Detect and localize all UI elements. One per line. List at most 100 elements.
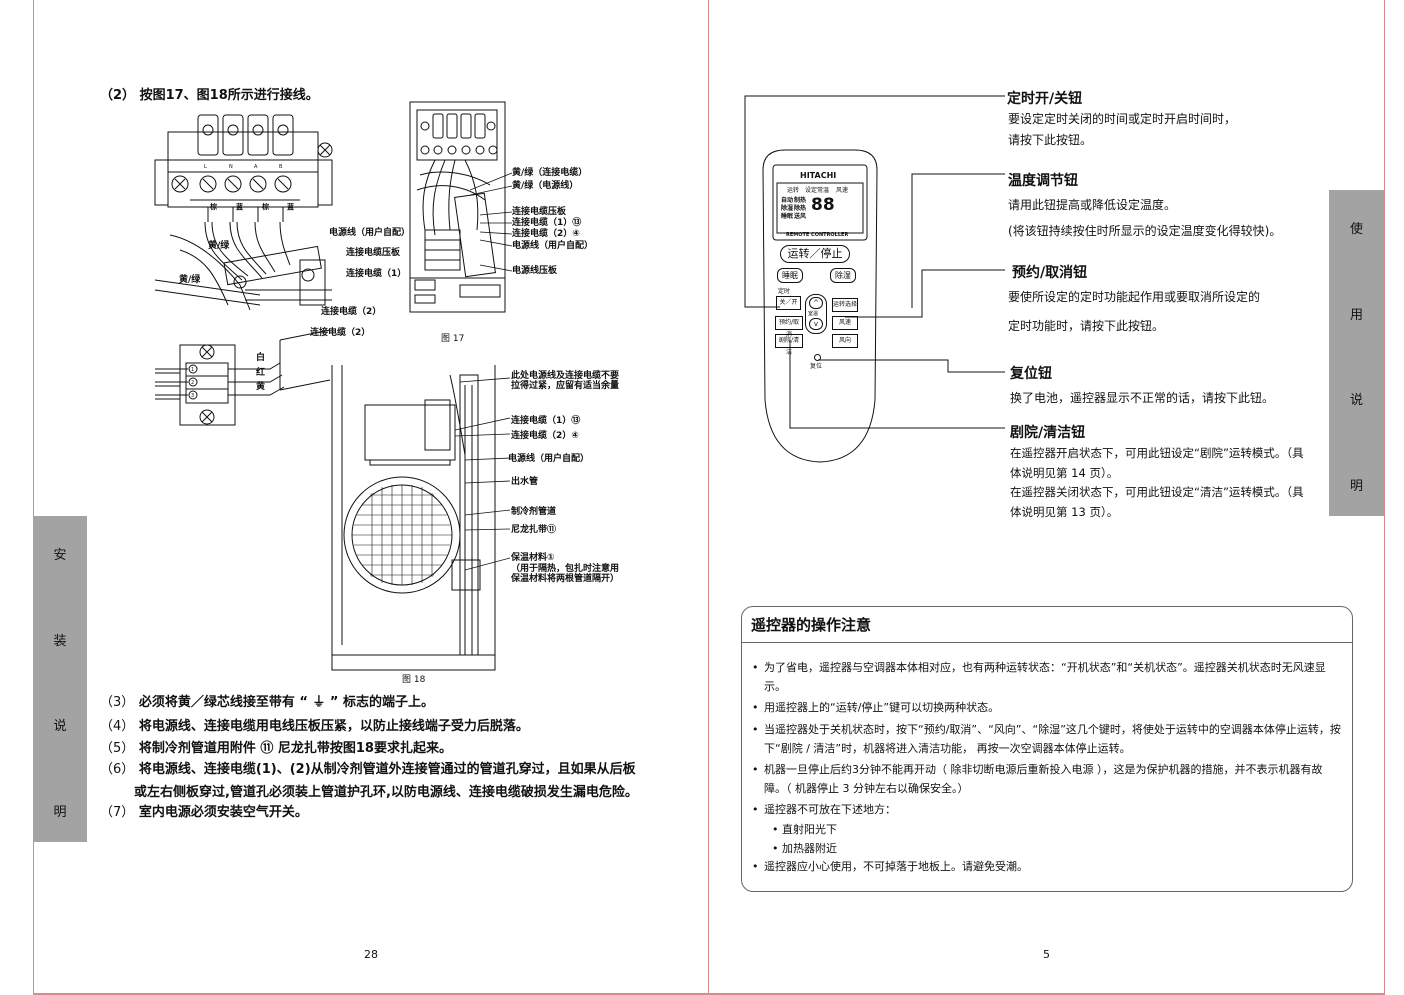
label-yellow-green-a: 黄/绿 [208, 241, 230, 251]
mode-select-button[interactable]: 运转选择 [832, 298, 858, 312]
fig17-leader-lines [470, 172, 513, 272]
side-tab-char: 用 [1349, 308, 1363, 323]
timer-group-label: 定时 [778, 288, 791, 295]
side-tab-char: 装 [53, 634, 67, 649]
temp-label: 室温 [808, 311, 819, 317]
label-clamp-r: 连接电缆压板 [512, 207, 567, 217]
side-tab-char: 使 [1349, 222, 1363, 237]
remote-top-label: 运转 [787, 187, 800, 194]
temp-up-icon[interactable]: ^ [809, 297, 823, 309]
fig17-caption: 图 17 [441, 334, 465, 344]
notes-title: 遥控器的操作注意 [751, 616, 872, 634]
label-yg-conn: 黄/绿（连接电缆） [512, 168, 588, 178]
remote-lcd-mode: 送风 [794, 213, 807, 220]
fig18-wire-red: 红 [256, 368, 266, 378]
notes-box [741, 606, 1353, 892]
wire-color-4: 蓝 [287, 203, 294, 211]
remote-lcd-mode: 睡眠 [781, 213, 794, 220]
fig18-caption: 图 18 [402, 675, 426, 685]
reset-button[interactable] [814, 354, 821, 361]
note-item: •遥控器应小心使用，不可掉落于地板上。请避免受潮。 [752, 860, 1028, 873]
fig18-wire-yellow: 黄 [256, 382, 266, 392]
func-timer-title: 定时开/关钮 [1007, 91, 1083, 107]
fig18-insul: 保温材料① [511, 553, 555, 563]
temp-down-icon[interactable]: v [809, 318, 823, 330]
step-7: （7） 室内电源必须安装空气开关。 [100, 805, 308, 820]
fig18-term-2: 2 [191, 380, 195, 386]
wire-color-1: 棕 [210, 203, 217, 211]
wire-color-2: 蓝 [236, 203, 243, 211]
dehumid-button[interactable]: 除湿 [830, 268, 856, 283]
remote-lcd-mode: 自动 [781, 197, 794, 204]
term-mark-b: B [279, 164, 283, 170]
remote-top-label: 风速 [836, 187, 849, 194]
fig18-power: 电源线（用户自配） [508, 454, 590, 464]
func-reserve-desc-1: 要使所设定的定时功能起作用或要取消所设定的 [1008, 290, 1261, 304]
timer-on-off-button[interactable]: 关／开 [776, 296, 801, 310]
note-item: •为了省电，遥控器与空调器本体相对应，也有两种运转状态：“开机状态”和“关机状态… [752, 661, 1326, 693]
term-mark-n: N [229, 164, 233, 170]
fig18-term-1: 1 [191, 367, 195, 373]
left-page-number: 28 [364, 948, 378, 961]
note-item: •机器一旦停止后约3分钟不能再开动（ 除非切断电源后重新投入电源 ），这是为保护… [752, 763, 1323, 795]
remote-footer: REMOTE CONTROLLER [786, 232, 849, 238]
func-reset-desc: 换了电池，遥控器显示不正常的话，请按下此钮。 [1010, 391, 1275, 405]
fig18-insul-note: （用于隔热，包扎时注意用保温材料将两根管道隔开） [511, 564, 620, 584]
theater-clean-button[interactable]: 剧院/清洁 [775, 334, 803, 356]
side-tab-char: 安 [53, 548, 67, 563]
label-cable-clamp: 连接电缆压板 [346, 248, 401, 258]
term-mark-l: L [204, 164, 207, 170]
side-tab-char: 说 [53, 719, 67, 734]
side-tab-install: 安 装 说 明 [33, 516, 87, 842]
sleep-button[interactable]: 睡眠 [777, 268, 803, 283]
wind-direction-button[interactable]: 风向 [832, 334, 858, 348]
temp-rocker[interactable] [805, 294, 827, 334]
fig17-terminal-drawing [154, 114, 333, 311]
fig18-conn2: 连接电缆（2）④ [511, 431, 579, 441]
func-temp-desc-1: 请用此钮提高或降低设定温度。 [1008, 198, 1177, 212]
note-item: •遥控器不可放在下述地方： [752, 803, 896, 816]
step-6: （6） 将电源线、连接电缆(1)、(2)从制冷剂管道外连接管通过的管道孔穿过，且… [100, 762, 636, 777]
fig18-term-3: 3 [191, 393, 195, 399]
fig18-nylon: 尼龙扎带⑪ [511, 525, 557, 535]
label-power-clamp-r: 电源线压板 [512, 266, 558, 276]
fan-speed-button[interactable]: 风速 [832, 316, 858, 330]
fig18-unit-drawing [331, 365, 496, 671]
step-5: （5） 将制冷剂管道用附件 ⑪ 尼龙扎带按图18要求扎起来。 [100, 741, 452, 756]
fig18-refrig: 制冷剂管道 [511, 507, 557, 517]
func-theater-desc-2: 在遥控器关闭状态下，可用此钮设定“清洁”运转模式。（具体说明见第 13 页）。 [1010, 485, 1304, 519]
func-reserve-desc-2: 定时功能时，请按下此按钮。 [1008, 319, 1165, 333]
func-reserve-title: 预约/取消钮 [1012, 265, 1088, 281]
note-subitem: • 加热器附近 [772, 842, 837, 855]
func-timer-desc-2: 请按下此按钮。 [1008, 133, 1093, 147]
step-6-continued: 或左右侧板穿过,管道孔必须装上管道护孔环,以防电源线、连接电缆破损发生漏电危险。 [134, 785, 638, 800]
remote-top-label: 设定常温 [805, 187, 830, 194]
fig17-unit-drawing [409, 101, 506, 313]
fig18-conn1: 连接电缆（1）⑬ [511, 416, 581, 426]
notes-divider [741, 642, 1352, 643]
label-conn1-r: 连接电缆（1）⑬ [512, 218, 582, 228]
func-theater-title: 剧院/清洁钮 [1010, 425, 1086, 441]
remote-lcd-mode: 除湿 [781, 205, 794, 212]
side-tab-char: 说 [1349, 393, 1363, 408]
fig18-leader-lines [455, 377, 511, 571]
remote-brand: HITACHI [800, 171, 837, 180]
fig18-drain: 出水管 [511, 477, 539, 487]
func-timer-desc-1: 要设定定时关闭的时间或定时开启时间时， [1008, 112, 1237, 126]
func-theater-desc-1: 在遥控器开启状态下，可用此钮设定“剧院”运转模式。（具体说明见第 14 页）。 [1010, 446, 1304, 480]
step-3: （3） 必须将黄／绿芯线接至带有 “ ⏚ ” 标志的端子上。 [100, 695, 435, 710]
reset-label: 复位 [810, 363, 823, 370]
fig18-note-slack: 此处电源线及连接电缆不要拉得过紧，应留有适当余量 [511, 371, 620, 391]
run-stop-button[interactable]: 运转／停止 [780, 245, 850, 263]
intro-step: （2） 按图17、图18所示进行接线。 [100, 88, 319, 103]
term-mark-a: A [254, 164, 258, 170]
fig18-wire-white: 白 [256, 353, 266, 363]
func-reset-title: 复位钮 [1010, 366, 1052, 382]
label-power-r: 电源线（用户自配） [512, 241, 594, 251]
label-yellow-green-b: 黄/绿 [179, 275, 201, 285]
step-4: （4） 将电源线、连接电缆用电线压板压紧，以防止接线端子受力后脱落。 [100, 719, 529, 734]
remote-controller [744, 95, 1005, 463]
reserve-cancel-button[interactable]: 预约/取消 [775, 316, 803, 338]
note-item: •当遥控器处于关机状态时，按下“预约/取消”、“风向”、“除湿”这几个键时，将使… [752, 723, 1341, 755]
side-tab-char: 明 [53, 805, 67, 820]
